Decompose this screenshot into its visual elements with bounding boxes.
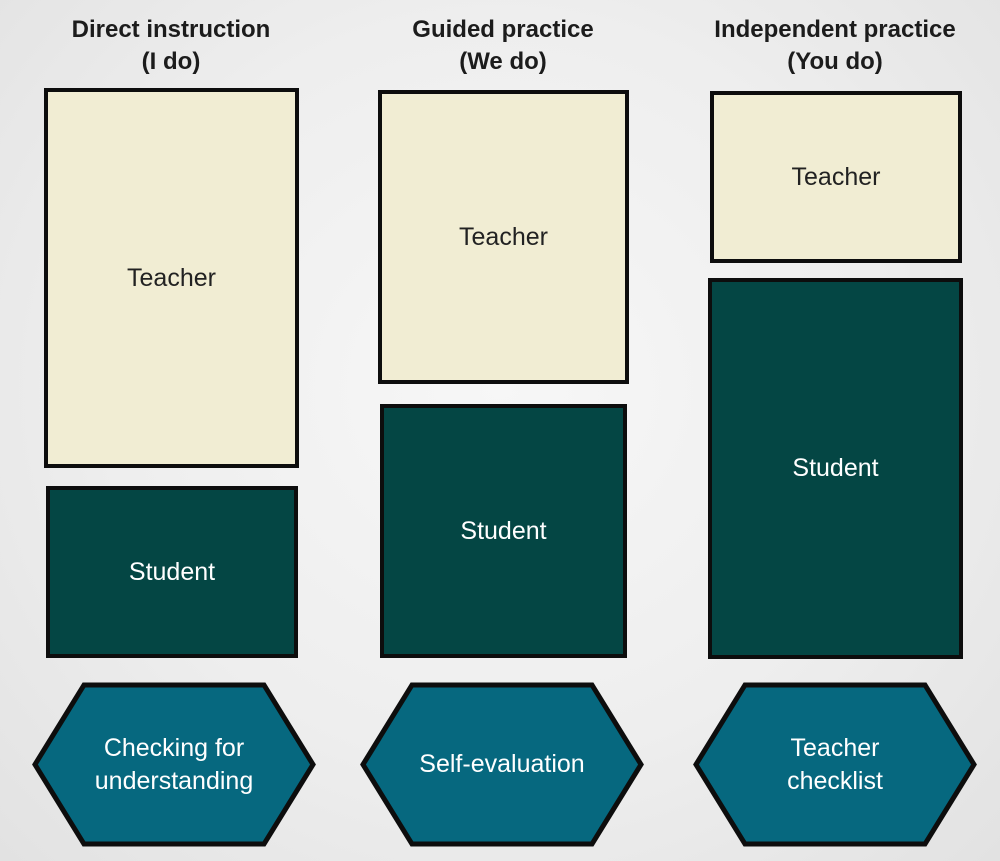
hexagon-shape [693,682,977,847]
assessment-hexagon-direct-instruction: Checking for understanding [32,682,316,847]
column-heading-guided-practice: Guided practice (We do) [353,14,653,78]
heading-subtitle: (We do) [459,48,547,75]
hexagon-shape [360,682,644,847]
assessment-line1: Self-evaluation [419,750,585,778]
assessment-label: Teacher checklist [733,682,937,847]
assessment-line1: Teacher [790,733,880,762]
student-label: Student [128,557,216,586]
student-label: Student [460,516,547,545]
hexagon-shape [32,682,316,847]
student-block-independent-practice: Student [708,278,963,659]
teacher-block-independent-practice: Teacher [710,91,962,263]
assessment-hexagon-independent-practice: Teacher checklist [693,682,977,847]
student-label: Student [792,454,879,482]
heading-title: Guided practice [412,16,594,43]
student-block-direct-instruction: Student [46,486,298,658]
assessment-hexagon-guided-practice: Self-evaluation [360,682,644,847]
teacher-label: Teacher [791,162,881,191]
student-block-guided-practice: Student [380,404,627,658]
teacher-label: Teacher [459,222,548,251]
teacher-block-guided-practice: Teacher [378,90,629,384]
assessment-line2: understanding [94,766,254,795]
heading-title: Direct instruction [71,16,271,43]
heading-subtitle: (I do) [141,48,201,75]
assessment-line2: checklist [787,766,883,795]
assessment-label: Checking for understanding [72,682,276,847]
assessment-line1: Checking for [103,733,245,762]
teacher-label: Teacher [127,263,216,292]
heading-subtitle: (You do) [787,48,883,75]
teacher-block-direct-instruction: Teacher [44,88,299,468]
assessment-label: Self-evaluation [400,682,604,847]
column-heading-direct-instruction: Direct instruction (I do) [21,14,321,78]
heading-title: Independent practice [714,16,956,43]
column-heading-independent-practice: Independent practice (You do) [685,14,985,78]
